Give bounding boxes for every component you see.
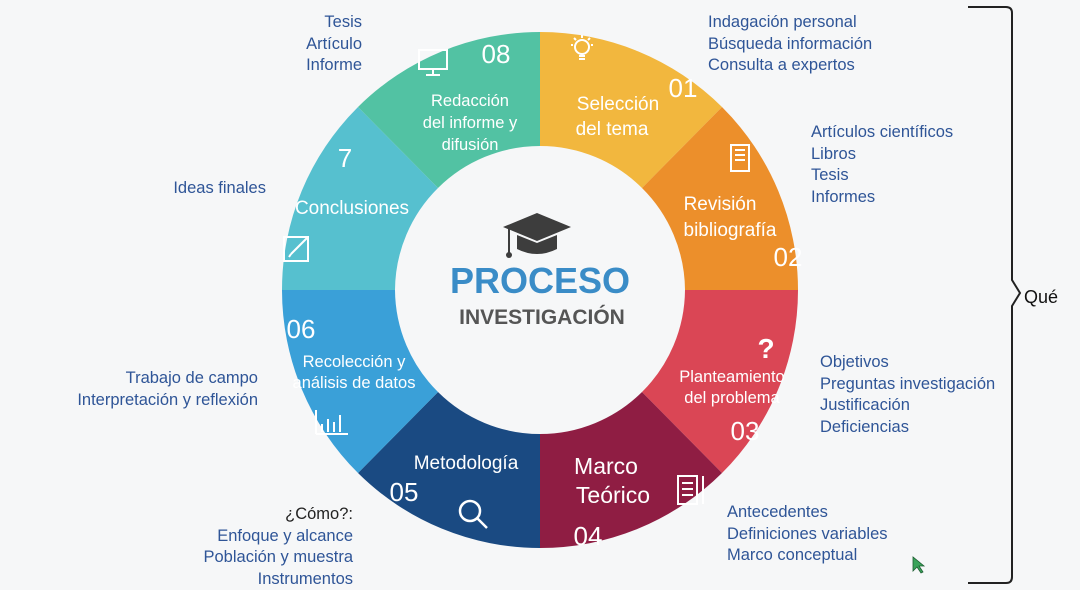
segment-01-label-line-1: Selección xyxy=(577,94,659,115)
note-item: Ideas finales xyxy=(150,178,266,200)
segment-04-label-line-2: Teórico xyxy=(576,482,650,508)
note-item: Antecedentes xyxy=(727,502,888,524)
notes-segment-08: Tesis Artículo Informe xyxy=(282,12,362,77)
notes-segment-05: ¿Cómo?: Enfoque y alcance Población y mu… xyxy=(170,504,353,590)
right-bracket xyxy=(968,7,1020,583)
note-item: Deficiencias xyxy=(820,417,995,439)
notes-segment-07: Ideas finales xyxy=(150,178,266,200)
segment-01-number: 01 xyxy=(669,73,698,103)
segment-04-number: 04 xyxy=(574,521,603,551)
center-subtitle: INVESTIGACIÓN xyxy=(459,305,625,329)
notes-segment-01: Indagación personal Búsqueda información… xyxy=(708,12,872,77)
segment-08-label-line-3: difusión xyxy=(442,136,499,154)
segment-02-label-line-1: Revisión xyxy=(684,194,757,215)
note-item: Población y muestra xyxy=(170,547,353,569)
question-icon: ? xyxy=(757,333,774,364)
note-item: Trabajo de campo xyxy=(40,368,258,390)
side-label-que: Qué xyxy=(1024,287,1058,308)
segment-02-number: 02 xyxy=(774,242,803,272)
note-item: Informes xyxy=(811,187,953,209)
note-item: Enfoque y alcance xyxy=(170,526,353,548)
notes-segment-04: Antecedentes Definiciones variables Marc… xyxy=(727,502,888,567)
note-item: Marco conceptual xyxy=(727,545,888,567)
segment-06-label-line-1: Recolección y xyxy=(303,353,406,371)
segment-06-label-line-2: análisis de datos xyxy=(293,374,416,392)
segment-02-label-line-2: bibliografía xyxy=(684,220,777,241)
notes-segment-06: Trabajo de campo Interpretación y reflex… xyxy=(40,368,258,411)
segment-01-label-line-2: del tema xyxy=(576,119,649,140)
note-item: Indagación personal xyxy=(708,12,872,34)
note-item: Preguntas investigación xyxy=(820,374,995,396)
note-item: Tesis xyxy=(282,12,362,34)
note-item: Búsqueda información xyxy=(708,34,872,56)
note-heading: ¿Cómo?: xyxy=(170,504,353,526)
segment-05-number: 05 xyxy=(390,477,419,507)
segment-03-label-line-2: del problema xyxy=(684,389,780,407)
note-item: Artículos científicos xyxy=(811,122,953,144)
graduation-cap-icon xyxy=(503,213,571,258)
note-item: Artículo xyxy=(282,34,362,56)
segment-08-number: 08 xyxy=(482,39,511,69)
segment-05-label: Metodología xyxy=(414,453,519,474)
note-item: Libros xyxy=(811,144,953,166)
note-item: Instrumentos xyxy=(170,569,353,590)
segment-08-label-line-1: Redacción xyxy=(431,92,509,110)
note-item: Tesis xyxy=(811,165,953,187)
segment-03-label-line-1: Planteamiento xyxy=(679,368,785,386)
note-item: Justificación xyxy=(820,395,995,417)
segment-07-number: 7 xyxy=(338,143,352,173)
cursor-icon xyxy=(913,557,924,573)
notes-segment-03: Objetivos Preguntas investigación Justif… xyxy=(820,352,995,438)
segment-08-label-line-2: del informe y xyxy=(423,114,518,132)
notes-segment-02: Artículos científicos Libros Tesis Infor… xyxy=(811,122,953,208)
segment-03-number: 03 xyxy=(731,416,760,446)
note-item: Definiciones variables xyxy=(727,524,888,546)
segment-04-label-line-1: Marco xyxy=(574,453,638,479)
note-item: Informe xyxy=(282,55,362,77)
note-item: Consulta a expertos xyxy=(708,55,872,77)
segment-07-label: Conclusiones xyxy=(295,198,409,219)
center-title: PROCESO xyxy=(450,260,630,301)
note-item: Interpretación y reflexión xyxy=(40,390,258,412)
note-item: Objetivos xyxy=(820,352,995,374)
segment-06-number: 06 xyxy=(287,314,316,344)
